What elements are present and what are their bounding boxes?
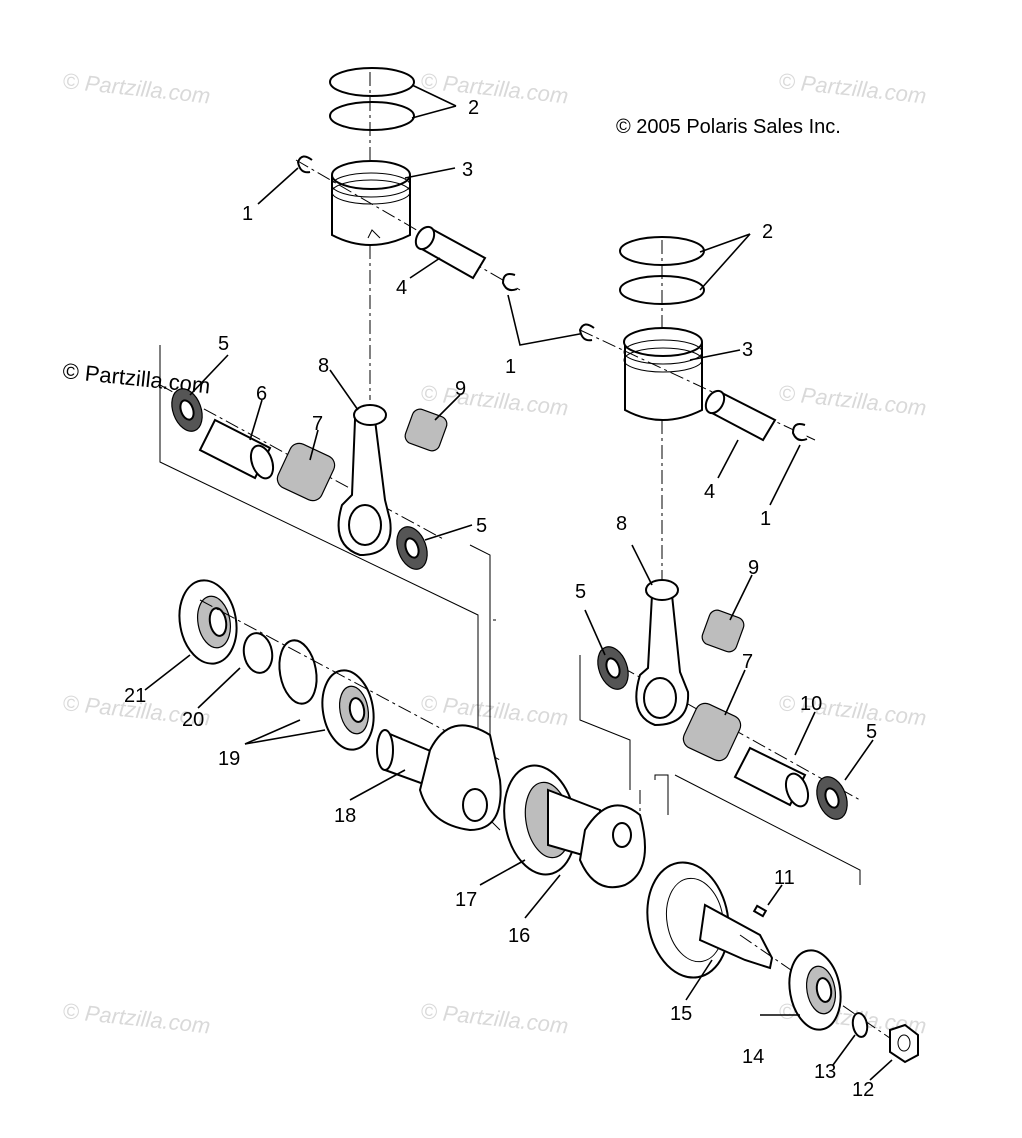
callout-17: 17 bbox=[455, 889, 477, 911]
crankshaft-taper bbox=[698, 903, 774, 970]
callout-14: 14 bbox=[742, 1046, 764, 1068]
callout-18: 18 bbox=[334, 805, 356, 827]
callout-6: 6 bbox=[256, 383, 267, 405]
watermark: © Partzilla.com bbox=[419, 68, 569, 108]
circlip bbox=[501, 273, 518, 292]
callout-9: 9 bbox=[748, 557, 759, 579]
callout-15: 15 bbox=[670, 1003, 692, 1025]
callout-labels: 2 3 1 4 1 2 3 4 1 5 6 7 8 9 5 8 9 5 7 10… bbox=[124, 97, 877, 1101]
watermark: © Partzilla.com bbox=[61, 68, 211, 108]
circlip bbox=[578, 323, 595, 342]
callout-7: 7 bbox=[742, 651, 753, 673]
callout-13: 13 bbox=[814, 1061, 836, 1083]
callout-2: 2 bbox=[468, 97, 479, 119]
assembly-brackets bbox=[159, 345, 861, 885]
piston-top bbox=[623, 327, 703, 357]
callout-8: 8 bbox=[616, 513, 627, 535]
flywheel-web bbox=[646, 861, 730, 979]
right-conrod-group bbox=[597, 579, 861, 820]
callout-11: 11 bbox=[774, 867, 795, 889]
right-piston-group bbox=[578, 236, 816, 590]
retaining-ring bbox=[242, 632, 274, 674]
callout-7: 7 bbox=[312, 413, 323, 435]
callout-4: 4 bbox=[704, 481, 715, 503]
washer bbox=[851, 1012, 869, 1038]
watermark: © Partzilla.com bbox=[419, 998, 569, 1038]
circlip bbox=[791, 423, 808, 442]
crankshaft-left bbox=[178, 579, 502, 832]
woodruff-key bbox=[752, 904, 768, 918]
callout-4: 4 bbox=[396, 277, 407, 299]
callout-5: 5 bbox=[476, 515, 487, 537]
small-end-bearing bbox=[701, 609, 745, 653]
callout-16: 16 bbox=[508, 925, 530, 947]
crankshaft-web bbox=[418, 724, 502, 832]
callout-9: 9 bbox=[455, 378, 466, 400]
callout-1: 1 bbox=[760, 508, 771, 530]
needle-bearing bbox=[682, 702, 742, 762]
piston-top bbox=[331, 160, 411, 190]
callout-12: 12 bbox=[852, 1079, 874, 1101]
circlip bbox=[296, 155, 313, 174]
watermark: © Partzilla.com bbox=[777, 380, 927, 420]
callout-21: 21 bbox=[124, 685, 146, 707]
piston-ring bbox=[329, 67, 415, 97]
watermark: © Partzilla.com bbox=[777, 68, 927, 108]
callout-10: 10 bbox=[800, 693, 822, 715]
callout-5: 5 bbox=[866, 721, 877, 743]
crankshaft-center bbox=[503, 764, 646, 889]
callout-19: 19 bbox=[218, 748, 240, 770]
watermark: © Partzilla.com bbox=[419, 690, 569, 730]
callout-8: 8 bbox=[318, 355, 329, 377]
piston bbox=[624, 342, 703, 421]
rod-small-end bbox=[645, 579, 679, 601]
callout-2: 2 bbox=[762, 221, 773, 243]
callout-1: 1 bbox=[505, 356, 516, 378]
needle-bearing bbox=[276, 442, 336, 502]
crankshaft-right bbox=[646, 861, 919, 1064]
callout-3: 3 bbox=[462, 159, 473, 181]
piston-ring bbox=[329, 101, 415, 131]
snap-ring bbox=[278, 639, 318, 705]
callout-5: 5 bbox=[218, 333, 229, 355]
watermarks: © Partzilla.com © Partzilla.com © Partzi… bbox=[61, 68, 927, 1038]
watermark: © Partzilla.com bbox=[419, 380, 569, 420]
watermark: © Partzilla.com bbox=[61, 998, 211, 1038]
callout-1: 1 bbox=[242, 203, 253, 225]
leader-lines bbox=[144, 84, 893, 1081]
nut bbox=[889, 1023, 919, 1064]
copyright-text: © 2005 Polaris Sales Inc. bbox=[616, 116, 841, 138]
callout-5: 5 bbox=[575, 581, 586, 603]
left-conrod-group bbox=[159, 384, 448, 570]
callout-20: 20 bbox=[182, 709, 204, 731]
left-piston-group bbox=[295, 67, 586, 400]
rod-small-end bbox=[353, 404, 387, 426]
callout-3: 3 bbox=[742, 339, 753, 361]
